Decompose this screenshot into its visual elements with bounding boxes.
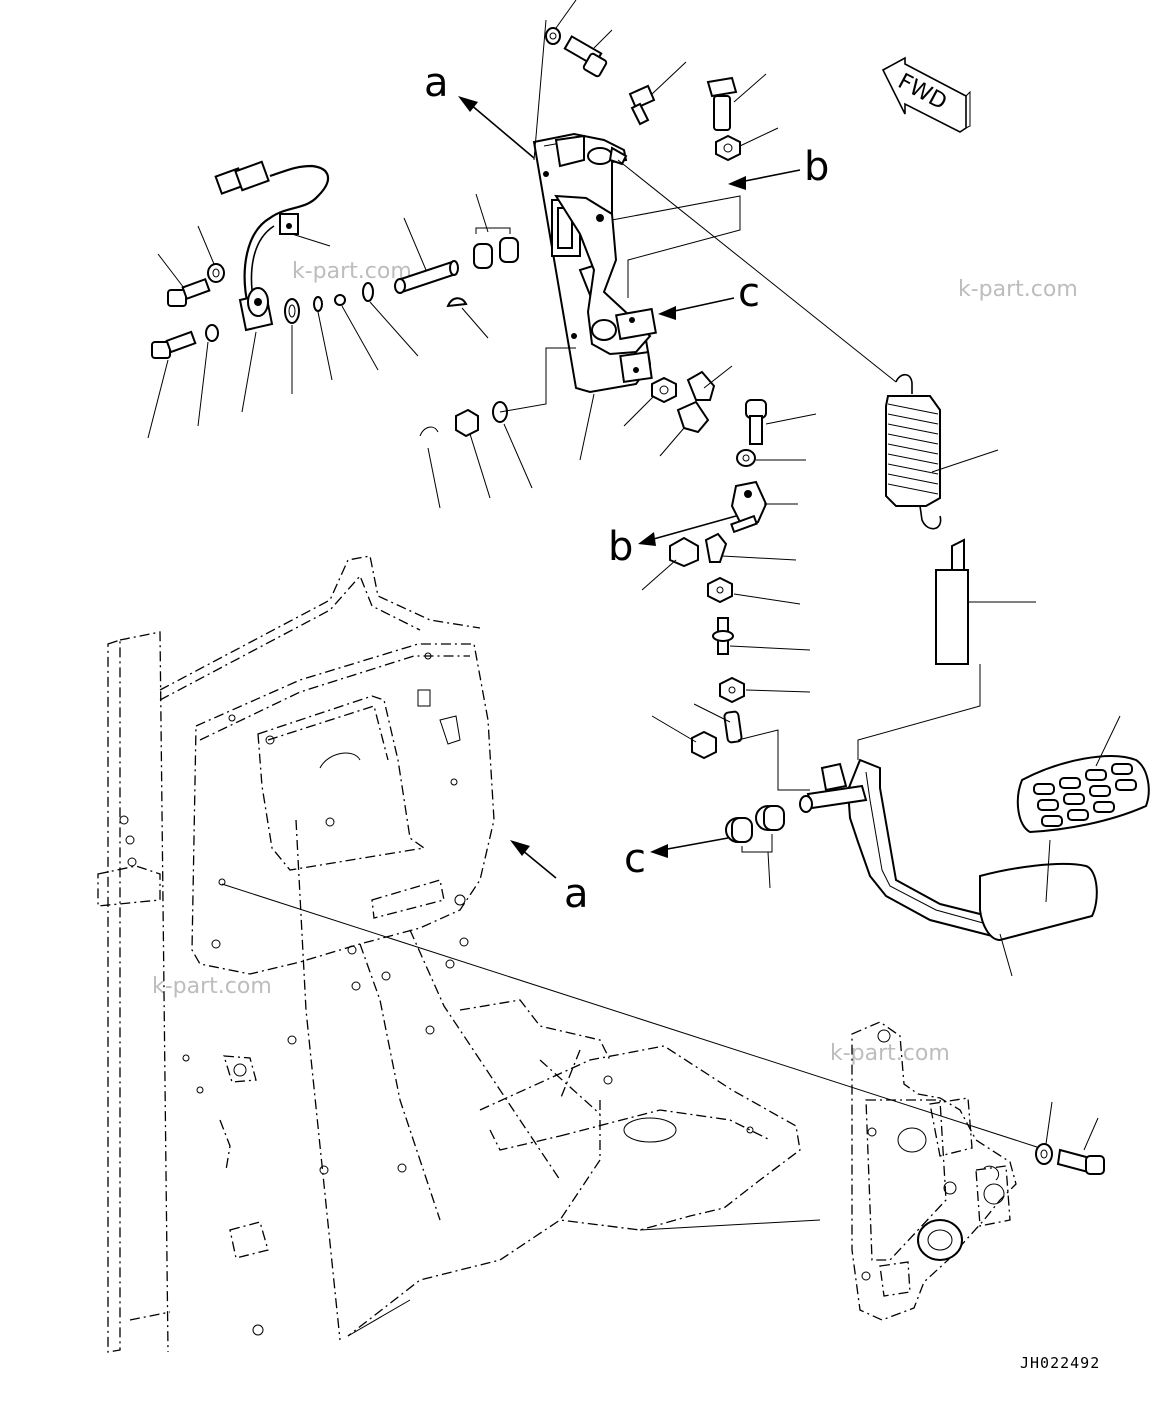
callout-a-bottom: a: [564, 871, 589, 917]
callout-c-left: c: [624, 836, 646, 882]
cab-frame-outline: [97, 555, 821, 1353]
callout-a-top: a: [424, 60, 449, 106]
leader-lines-bracket: [427, 0, 779, 509]
callout-b-right: b: [804, 144, 829, 190]
watermark-4: k-part.com: [830, 1041, 950, 1066]
drawing-code: JH022492: [1020, 1354, 1100, 1372]
mount-fasteners: [1035, 1101, 1105, 1175]
watermark-1: k-part.com: [292, 259, 412, 284]
callout-arrows: [458, 96, 801, 879]
leader-lines-upper-left: [147, 193, 489, 439]
mount-bracket: [851, 1021, 1017, 1321]
return-spring: [617, 159, 1036, 760]
forward-direction-arrow: FWD: [881, 56, 971, 133]
pedal-bracket: [532, 132, 657, 394]
watermark-3: k-part.com: [152, 974, 272, 999]
brake-pedal: [725, 758, 1098, 942]
pedal-rubber-cover: [999, 715, 1150, 977]
watermark-2: k-part.com: [958, 277, 1078, 302]
leader-line-mount: [221, 883, 1041, 1149]
bracket-fasteners: [419, 27, 741, 438]
sensor-harness: [214, 160, 329, 332]
linkage-parts: [669, 399, 768, 760]
bolts-washers-left: [151, 227, 519, 359]
callout-c-right: c: [738, 270, 760, 316]
leader-lines-linkage: [641, 413, 817, 791]
callout-b-left: b: [608, 524, 633, 570]
